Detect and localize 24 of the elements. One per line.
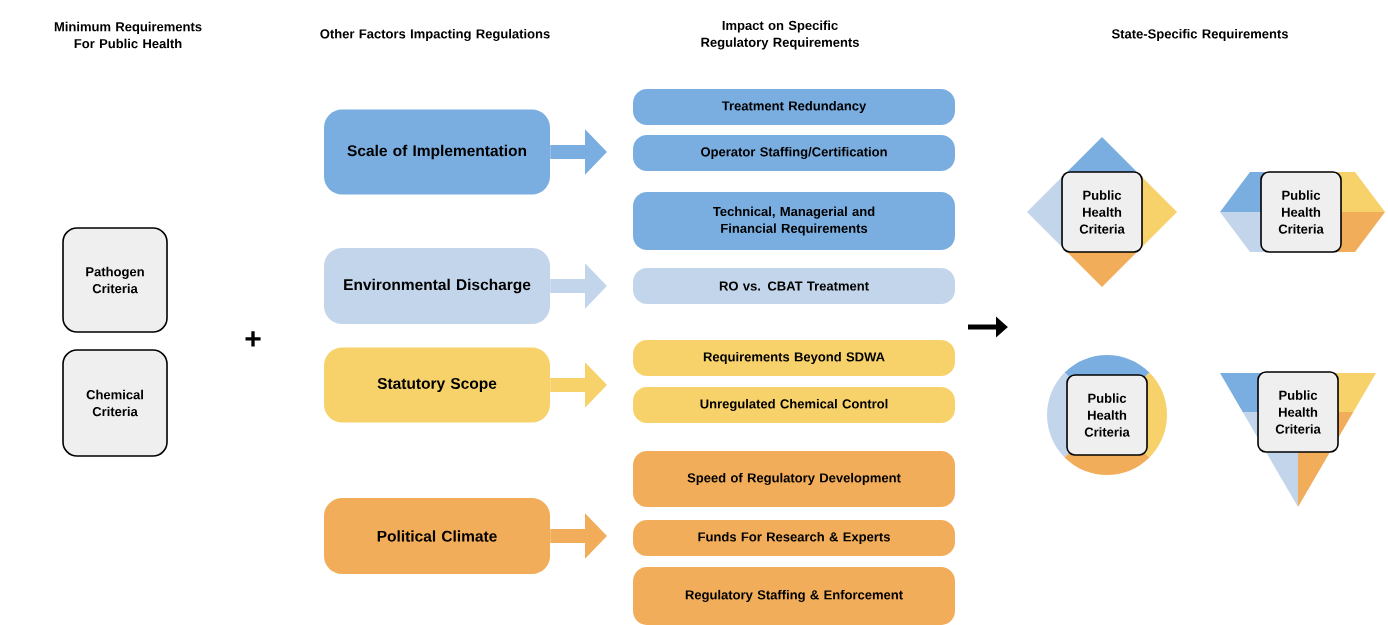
- requirement-box: RO vs. CBAT Treatment: [633, 268, 955, 304]
- requirement-box: Funds For Research & Experts: [633, 520, 955, 556]
- requirement-box: Requirements Beyond SDWA: [633, 340, 955, 376]
- criteria-box: Public Health Criteria: [1061, 171, 1143, 253]
- column-heading: State-Specific Requirements: [1111, 28, 1288, 42]
- requirement-box: Regulatory Staffing & Enforcement: [633, 567, 955, 625]
- factor-box: Scale of Implementation: [324, 109, 550, 195]
- column-heading: Impact on Specific Regulatory Requirements: [701, 20, 859, 50]
- requirement-box: Treatment Redundancy: [633, 89, 955, 125]
- factor-box: Political Climate: [324, 498, 550, 574]
- plus-sign: +: [245, 331, 261, 347]
- criteria-box: Public Health Criteria: [1260, 171, 1342, 253]
- criteria-box: Public Health Criteria: [1257, 371, 1339, 453]
- requirement-box: Unregulated Chemical Control: [633, 387, 955, 423]
- requirement-box: Technical, Managerial and Financial Requirements: [633, 192, 955, 250]
- criteria-box: Public Health Criteria: [1066, 374, 1148, 456]
- criteria-box: Chemical Criteria: [62, 349, 168, 457]
- column-heading: Minimum Requirements For Public Health: [54, 21, 202, 49]
- factor-box: Environmental Discharge: [324, 248, 550, 324]
- requirement-box: Operator Staffing/Certification: [633, 135, 955, 171]
- requirement-box: Speed of Regulatory Development: [633, 451, 955, 507]
- criteria-box: Pathogen Criteria: [62, 227, 168, 333]
- factor-box: Statutory Scope: [324, 347, 550, 423]
- column-heading: Other Factors Impacting Regulations: [320, 28, 550, 42]
